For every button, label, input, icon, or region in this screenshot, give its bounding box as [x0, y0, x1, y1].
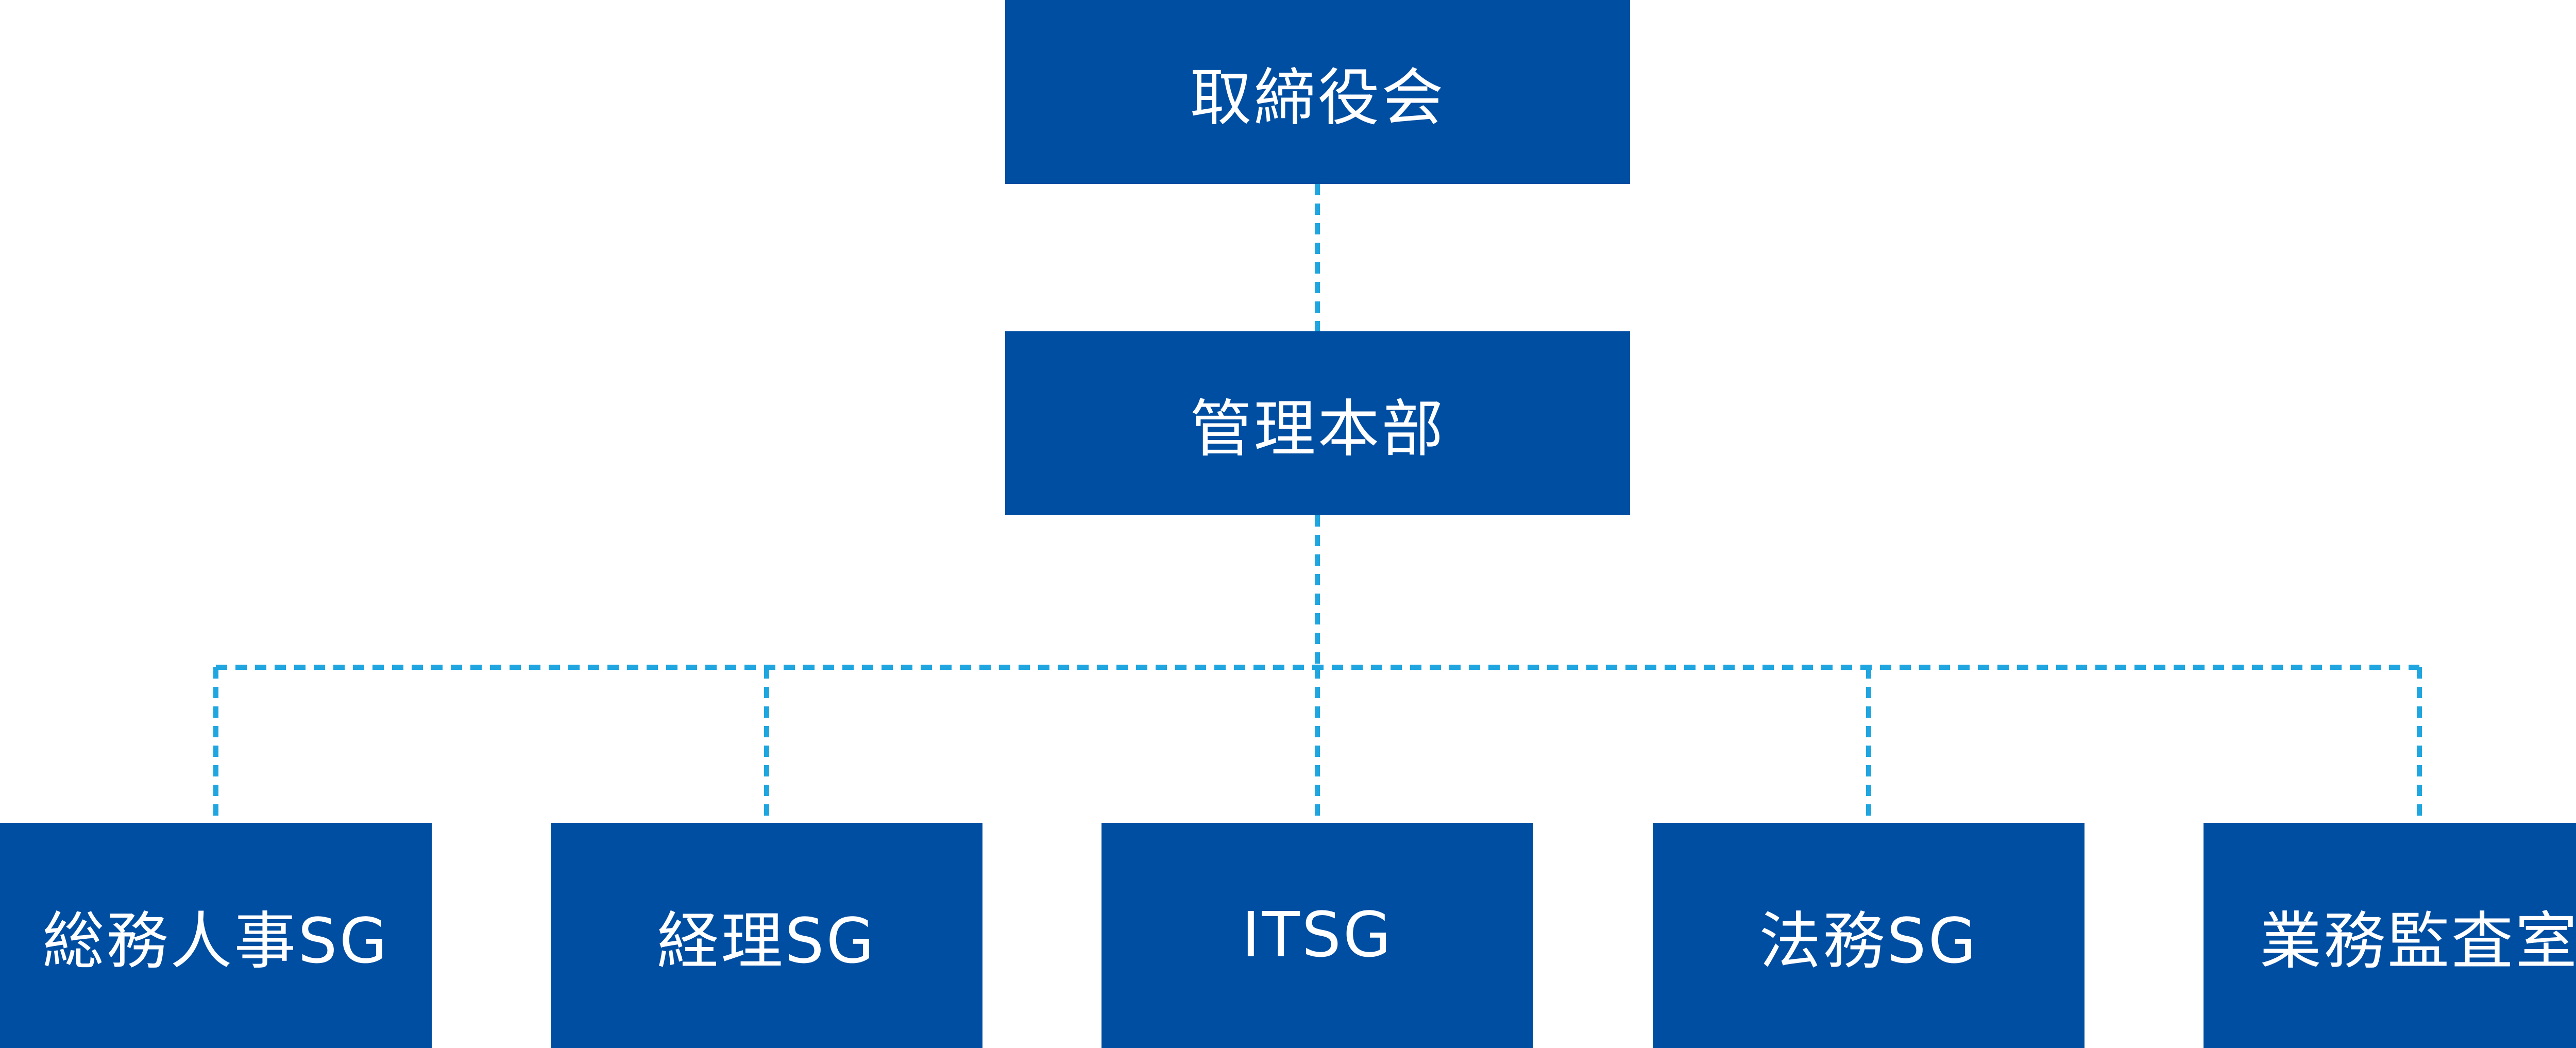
accounting-box: 経理SG: [551, 823, 982, 1048]
administration-division-label: 管理本部: [1190, 393, 1446, 465]
board-of-directors-box: 取締役会: [1005, 0, 1630, 184]
general-affairs-hr-label: 総務人事SG: [42, 905, 389, 977]
administration-division-box: 管理本部: [1005, 331, 1630, 515]
general-affairs-hr-box: 総務人事SG: [0, 823, 432, 1048]
it-box: ITSG: [1101, 823, 1533, 1048]
business-audit-office-label: 業務監査室: [2260, 905, 2576, 977]
legal-label: 法務SG: [1759, 905, 1978, 977]
it-label: ITSG: [1242, 900, 1393, 971]
business-audit-office-box: 業務監査室: [2204, 823, 2576, 1048]
accounting-label: 経理SG: [657, 905, 876, 977]
legal-box: 法務SG: [1653, 823, 2084, 1048]
board-of-directors-label: 取締役会: [1190, 62, 1446, 134]
